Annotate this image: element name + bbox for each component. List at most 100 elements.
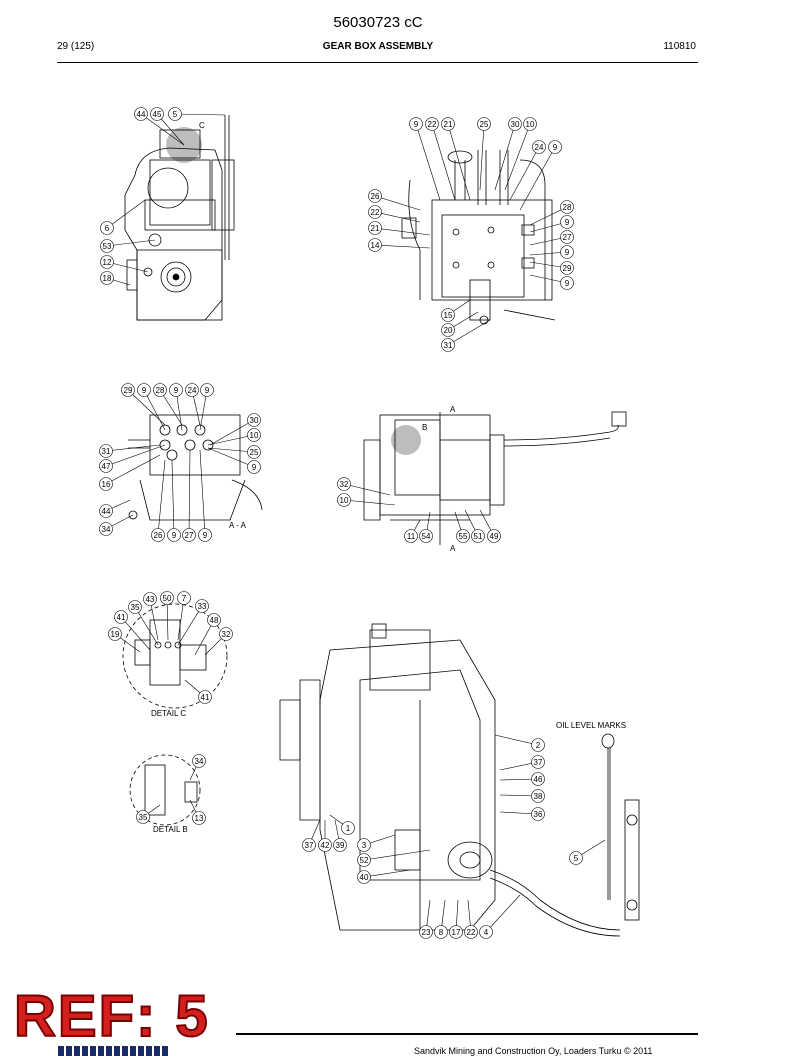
date-code: 110810 xyxy=(663,41,696,52)
callout-number: 22 xyxy=(467,928,476,937)
callout-balloon xyxy=(419,925,433,939)
ref-stamp: REF: 5 xyxy=(13,984,210,1049)
callout-leader xyxy=(363,849,431,861)
callout-number: 51 xyxy=(474,532,483,541)
callout-balloon xyxy=(477,117,491,131)
callout-leader xyxy=(105,454,161,485)
callout-number: 37 xyxy=(534,758,543,767)
callout-balloon xyxy=(192,754,206,768)
callout-leader xyxy=(415,123,441,201)
footer-credit: Sandvik Mining and Construction Oy, Load… xyxy=(414,1046,653,1056)
callout-balloon xyxy=(471,529,485,543)
callout-leader xyxy=(207,447,255,453)
callout-leader xyxy=(149,598,159,641)
callout-balloon xyxy=(100,255,114,269)
callout-leader xyxy=(343,499,396,506)
callout-balloon xyxy=(508,117,522,131)
callout-balloon xyxy=(150,107,164,121)
callout-number: 53 xyxy=(103,242,112,251)
callout-leader xyxy=(209,419,255,446)
callout-balloon xyxy=(333,838,347,852)
callout-balloon xyxy=(531,738,545,752)
callout-number: 9 xyxy=(172,531,177,540)
view-detail-c xyxy=(122,603,228,709)
callout-number: 32 xyxy=(222,630,231,639)
callout-balloon xyxy=(337,493,351,507)
drawing-label-detail-b: DETAIL B xyxy=(153,825,188,834)
callout-leader xyxy=(374,244,431,249)
callout-balloon xyxy=(137,383,151,397)
callout-leader xyxy=(143,389,166,431)
callout-leader xyxy=(106,199,146,229)
callout-balloon xyxy=(523,117,537,131)
callout-balloon xyxy=(100,271,114,285)
callout-leader xyxy=(199,449,206,536)
callout-number: 34 xyxy=(102,525,111,534)
callout-balloon xyxy=(198,528,212,542)
callout-number: 3 xyxy=(362,841,367,850)
footer-rule xyxy=(236,1033,698,1035)
callout-leader xyxy=(509,146,540,201)
callout-balloon xyxy=(134,107,148,121)
callout-balloon xyxy=(560,200,574,214)
callout-leader xyxy=(363,869,411,878)
callout-balloon xyxy=(168,107,182,121)
callout-balloon xyxy=(128,600,142,614)
callout-balloon xyxy=(569,851,583,865)
callout-balloon xyxy=(456,529,470,543)
callout-number: 18 xyxy=(103,274,112,283)
callout-number: 50 xyxy=(163,594,172,603)
callout-balloon xyxy=(357,870,371,884)
callout-number: 29 xyxy=(563,264,572,273)
callout-leader xyxy=(159,389,183,426)
callout-balloon xyxy=(185,383,199,397)
header-rule xyxy=(57,62,698,63)
callout-balloon xyxy=(153,383,167,397)
callout-number: 44 xyxy=(137,110,146,119)
callout-leader xyxy=(174,113,226,116)
callout-number: 38 xyxy=(534,792,543,801)
callout-balloon xyxy=(121,383,135,397)
callout-number: 14 xyxy=(371,241,380,250)
callout-leader xyxy=(171,459,175,536)
drawing-label-letter-b: B xyxy=(422,423,427,432)
callout-leader xyxy=(519,146,556,211)
callout-balloon xyxy=(560,261,574,275)
callout-number: 28 xyxy=(156,386,165,395)
callout-number: 31 xyxy=(102,447,111,456)
callout-balloon xyxy=(434,925,448,939)
callout-number: 27 xyxy=(185,531,194,540)
callout-leader xyxy=(106,239,156,247)
callout-number: 26 xyxy=(154,531,163,540)
callout-balloon xyxy=(441,117,455,131)
callout-balloon xyxy=(136,810,150,824)
callout-number: 34 xyxy=(195,757,204,766)
callout-balloon xyxy=(357,853,371,867)
callout-leader xyxy=(140,113,185,146)
callout-leader xyxy=(177,605,203,646)
callout-balloon xyxy=(560,245,574,259)
callout-balloon xyxy=(487,529,501,543)
drawing-label-letter-c: C xyxy=(199,121,205,130)
callout-number: 42 xyxy=(321,841,330,850)
callout-number: 45 xyxy=(153,110,162,119)
callout-balloon xyxy=(207,613,221,627)
callout-balloon xyxy=(99,459,113,473)
page-number: 29 (125) xyxy=(57,41,95,52)
callout-balloon xyxy=(531,789,545,803)
callout-number: 2 xyxy=(536,741,541,750)
callout-balloon xyxy=(560,276,574,290)
callout-leader xyxy=(485,894,521,933)
callout-number: 35 xyxy=(139,813,148,822)
callout-number: 49 xyxy=(490,532,499,541)
callout-number: 20 xyxy=(444,326,453,335)
callout-balloon xyxy=(99,444,113,458)
callout-leader xyxy=(447,123,471,201)
callout-number: 16 xyxy=(102,480,111,489)
callout-balloon xyxy=(160,591,174,605)
callout-leader xyxy=(343,483,391,496)
section-title: GEAR BOX ASSEMBLY xyxy=(322,41,434,52)
callout-number: 1 xyxy=(346,824,351,833)
callout-number: 31 xyxy=(444,341,453,350)
callout-balloon xyxy=(100,239,114,253)
